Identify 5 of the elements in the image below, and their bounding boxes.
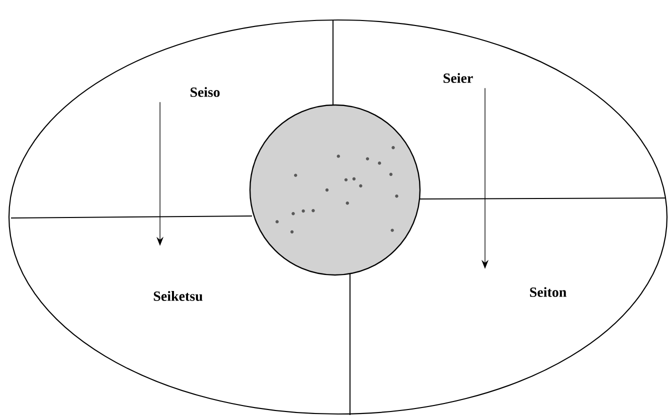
quadrant-label: Seiton [530,287,566,297]
textured-circle [249,104,421,276]
quadrant-label: Seiso [190,87,220,97]
quadrant-label: Seiketsu [154,291,203,301]
quadrant-label: Seier [444,73,473,83]
